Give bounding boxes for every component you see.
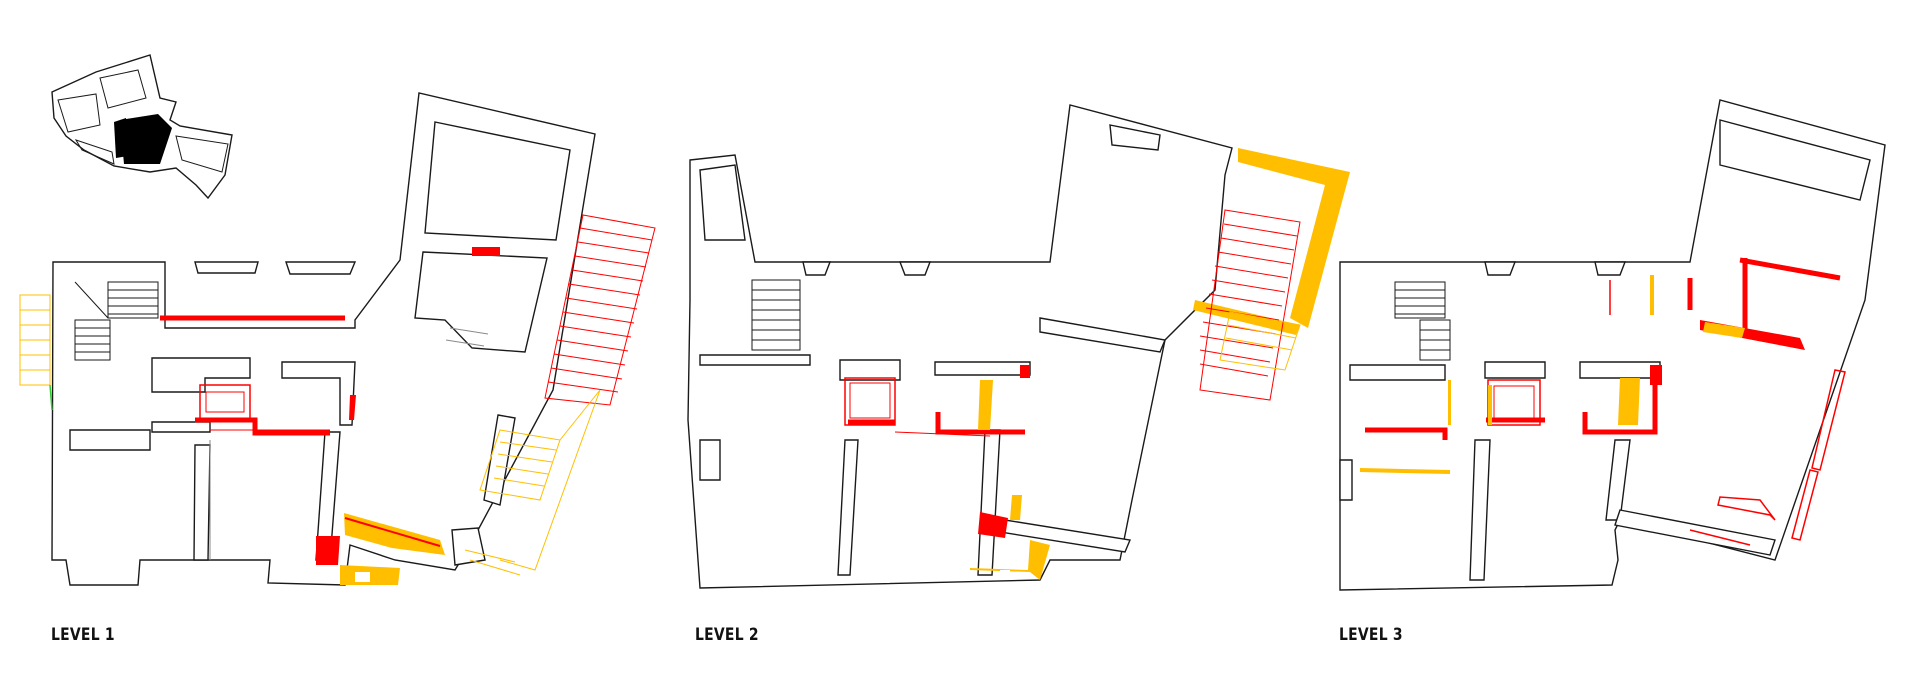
site-key-plan-icon (51, 54, 233, 200)
level-1-label: LEVEL 1 (51, 625, 115, 645)
level-2-label: LEVEL 2 (695, 625, 759, 645)
level-3-label: LEVEL 3 (1339, 625, 1403, 645)
level-1-plan (19, 92, 656, 586)
level-2-plan (687, 104, 1350, 589)
level-3-plan (1339, 99, 1886, 591)
